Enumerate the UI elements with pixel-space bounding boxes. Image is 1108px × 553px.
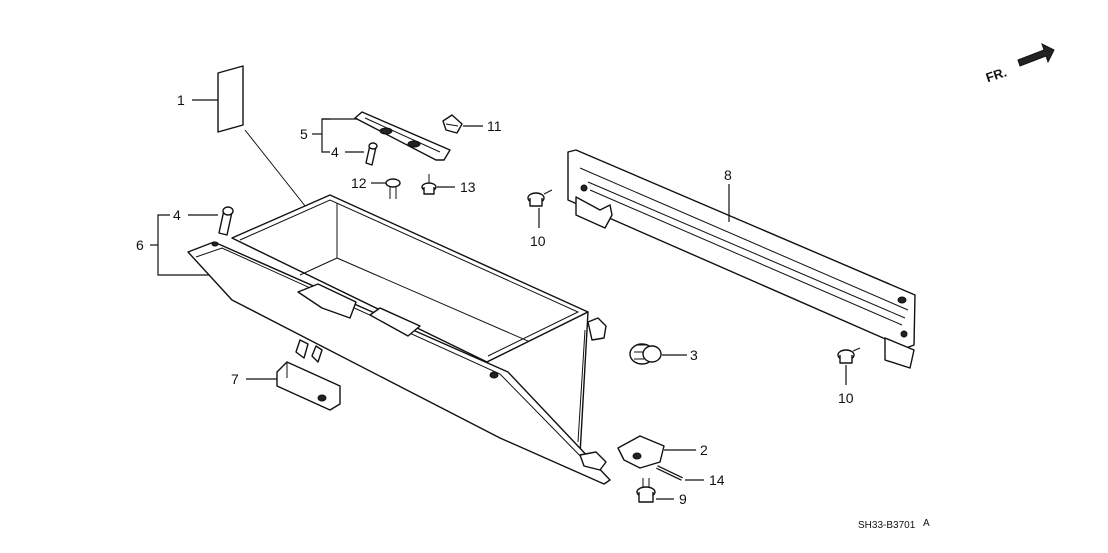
callout-5: 5 xyxy=(300,126,308,142)
callout-8: 8 xyxy=(724,167,732,183)
part-8-frame-bar xyxy=(567,149,916,369)
callout-14: 14 xyxy=(709,472,725,488)
diagram-code: SH33-B3701 xyxy=(858,520,916,531)
part-14-pin xyxy=(656,465,683,481)
callout-13: 13 xyxy=(460,179,476,195)
part-4-upper-bumper xyxy=(365,142,378,166)
callout-1: 1 xyxy=(177,92,185,108)
callout-2: 2 xyxy=(700,442,708,458)
part-3-damper xyxy=(629,343,662,365)
part-5-striker-plate xyxy=(354,111,451,161)
part-10-right-screw xyxy=(837,347,861,364)
callout-10-left: 10 xyxy=(530,233,546,249)
callout-7: 7 xyxy=(231,371,239,387)
part-7-latch xyxy=(276,339,341,411)
callout-10-right: 10 xyxy=(838,390,854,406)
part-12-screw xyxy=(385,178,401,199)
part-11-clip xyxy=(442,114,463,134)
part-6-glove-box xyxy=(187,194,611,485)
part-2-hinge xyxy=(617,435,665,469)
callout-4-upper: 4 xyxy=(331,144,339,160)
part-10-left-screw xyxy=(527,189,553,207)
diagram-code-suffix: A xyxy=(923,518,930,529)
part-9-screw xyxy=(636,478,656,503)
front-direction-indicator: FR. xyxy=(984,43,1055,85)
part-4-left-bumper xyxy=(218,206,234,236)
callout-3: 3 xyxy=(690,347,698,363)
callout-9: 9 xyxy=(679,491,687,507)
part-13-screw xyxy=(421,174,437,195)
part-1-label-sticker xyxy=(217,65,244,133)
callout-6: 6 xyxy=(136,237,144,253)
callout-12: 12 xyxy=(351,175,367,191)
front-label: FR. xyxy=(984,64,1009,85)
callout-4-left: 4 xyxy=(173,207,181,223)
callout-11: 11 xyxy=(487,118,502,134)
